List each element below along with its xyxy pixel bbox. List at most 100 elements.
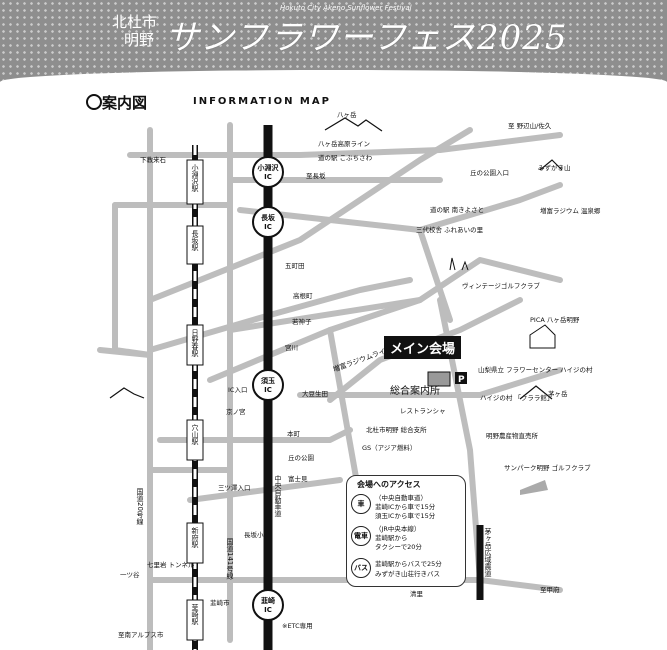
minami-alps-label: 至南アルプス市 xyxy=(118,630,164,639)
kyomiya-label: 京ノ宮 xyxy=(226,407,246,416)
ichinomiya-label: 一ツ谷 xyxy=(120,570,140,579)
train-route-2: タクシーで20分 xyxy=(375,543,422,551)
festival-title: サンフラワーフェス2025 xyxy=(165,18,568,58)
mizugaki-mountain-icon xyxy=(539,159,563,171)
route141-label: 国道141号線 xyxy=(226,538,234,580)
kayagatake-label: 茅ヶ岳 xyxy=(548,389,568,398)
kobuchisawa-ic-suffix: IC xyxy=(264,173,272,181)
parking-icon xyxy=(455,372,467,384)
michinoeki-kobuchisawa-label: 道の駅 こぶちさわ xyxy=(318,153,373,162)
main-venue-marker xyxy=(427,371,451,387)
shimokane-label: 下教来石 xyxy=(140,155,167,164)
nirasaki-ic xyxy=(252,589,284,621)
car-subtitle: （中央自動車道） xyxy=(375,494,427,502)
masutomi-label: 増富ラジウム 温泉郷 xyxy=(540,206,601,215)
info-center-label: 総合案内所 xyxy=(390,384,440,397)
bus-route-1: 韮崎駅からバスで25分 xyxy=(375,560,442,568)
city-name: 北杜市 xyxy=(112,13,158,31)
access-info-box: 会場へのアクセス 車 （中央自動車道） 韮崎ICから車で15分 須玉ICから車で… xyxy=(346,475,466,587)
anayama-station-label: 穴山駅 xyxy=(191,423,199,446)
car-tag: 車 xyxy=(351,494,371,514)
shinpu-station-label: 新府駅 xyxy=(191,526,199,549)
header-wave xyxy=(0,70,667,86)
goryo-label: 五町田 xyxy=(285,262,305,270)
kofu-label: 韮崎市 xyxy=(210,598,230,607)
kofu-direction-label: 至甲府 xyxy=(540,585,560,594)
shichiri-tunnel-label: 七里岩 トンネル xyxy=(147,560,195,569)
sanpachi-label: 三ツ澤入口 xyxy=(218,483,251,492)
bus-tag: バス xyxy=(351,558,371,578)
vintage-golf-label: ヴィンテージゴルフクラブ xyxy=(462,281,540,290)
miyagawa-label: 宮川 xyxy=(285,343,298,352)
gs-label: GS（アジア燃料） xyxy=(362,443,416,452)
district-name: 明野 xyxy=(124,31,155,49)
nagasaka-ic xyxy=(252,206,284,238)
train-subtitle: （JR中央本線） xyxy=(375,525,421,533)
flower-center-label: 山梨県立 フラワーセンター ハイジの村 xyxy=(478,365,593,374)
train-route-1: 韮崎駅から xyxy=(375,534,408,542)
map-heading: 案内図 xyxy=(102,94,148,112)
koumi-direction-label: 至 野辺山/佐久 xyxy=(508,121,552,130)
nagasaka-ic-label: 長坂 xyxy=(261,213,276,222)
pica-icon xyxy=(529,324,556,349)
pica-label: PICA 八ヶ岳明野 xyxy=(530,316,580,324)
hinoharu-station-label: 日野春駅 xyxy=(191,329,199,358)
car-route-1: 韮崎ICから車で15分 xyxy=(375,503,436,511)
kobuchisawa-station-label: 小淵沢駅 xyxy=(191,163,199,193)
route20-label: 国道20号線 xyxy=(136,488,144,525)
sutama-ic-suffix: IC xyxy=(264,386,272,394)
restaurant-label: レストランシャ xyxy=(400,407,446,415)
daikai-label: 大豆生田 xyxy=(302,389,328,398)
yatsugatake-line-label: 八ヶ岳高原ライン xyxy=(318,139,370,148)
akeno-branch-label: 北杜市明野 総合支所 xyxy=(366,425,427,434)
kobuchisawa-station xyxy=(186,159,204,205)
fujimi-label: 富士見 xyxy=(288,474,308,483)
yatsugatake-mountain-icon xyxy=(324,117,383,132)
etc-label: ※ETC専用 xyxy=(282,621,313,630)
akeno-products-label: 明野農産物直売所 xyxy=(486,431,539,440)
yatsugatake-label: 八ヶ岳 xyxy=(337,111,357,119)
tree-icon xyxy=(449,257,469,271)
festival-header xyxy=(0,0,667,86)
heading-bullet-icon xyxy=(86,94,102,110)
anayama-station xyxy=(186,419,204,461)
michinoeki-kiyosato-label: 道の駅 南きよさと xyxy=(430,205,484,214)
mitsumine-label: 三代校舎 ふれあいの里 xyxy=(416,225,484,234)
nagasaka-ic-suffix: IC xyxy=(264,223,272,231)
shinpu-station xyxy=(186,522,204,564)
wakamiko-label: 若神子 xyxy=(292,317,312,326)
kayagatake-mountain-icon xyxy=(519,385,553,400)
train-tag: 電車 xyxy=(351,526,371,546)
kaikoma-mountain-icon xyxy=(109,387,145,399)
map-heading-english: INFORMATION MAP xyxy=(193,96,331,107)
festival-subtitle: Hokuto City Akeno Sunflower Festival xyxy=(280,4,412,12)
mizugaki-label: みずがき山 xyxy=(538,163,571,172)
ic-entrance-label: IC入口 xyxy=(228,386,247,394)
sunpark-label: サンパーク明野 ゴルフクラブ xyxy=(504,463,591,472)
takane-label: 高根町 xyxy=(293,291,313,300)
car-route-2: 須玉ICから車で15分 xyxy=(375,512,436,520)
svg-text:P: P xyxy=(458,375,465,385)
chuo-expressway-label: 中央自動車道 xyxy=(274,474,282,518)
sutama-ic xyxy=(252,369,284,401)
access-title: 会場へのアクセス xyxy=(357,480,421,489)
kiyosato-sign-label: 清里 xyxy=(410,589,424,598)
sutama-ic-label: 須玉 xyxy=(261,376,275,385)
honmachi-label: 本町 xyxy=(287,429,301,438)
kayagatake-road-label: 茅ヶ岳広域農道 xyxy=(484,527,492,578)
nirasaki-ic-label: 韮崎 xyxy=(261,596,275,605)
okamachi-label: 丘の公園 xyxy=(288,453,314,462)
road-network xyxy=(97,122,563,650)
oka-entrance-label: 丘の公園入口 xyxy=(470,168,509,177)
nagasaka-station-label: 長坂駅 xyxy=(191,230,199,252)
kobuchisawa-ic xyxy=(252,156,284,188)
nirasaki-station xyxy=(186,599,204,641)
nirasaki-station-label: 韮崎駅 xyxy=(191,603,199,626)
nagasaka-direction-label: 至長坂 xyxy=(306,171,326,180)
golf-course-icon xyxy=(520,480,548,495)
nagasaka-school-label: 長坂小 xyxy=(244,530,264,539)
hinoharu-station xyxy=(186,324,204,366)
nirasaki-ic-suffix: IC xyxy=(264,606,272,614)
main-venue-badge: メイン会場 xyxy=(384,336,462,359)
